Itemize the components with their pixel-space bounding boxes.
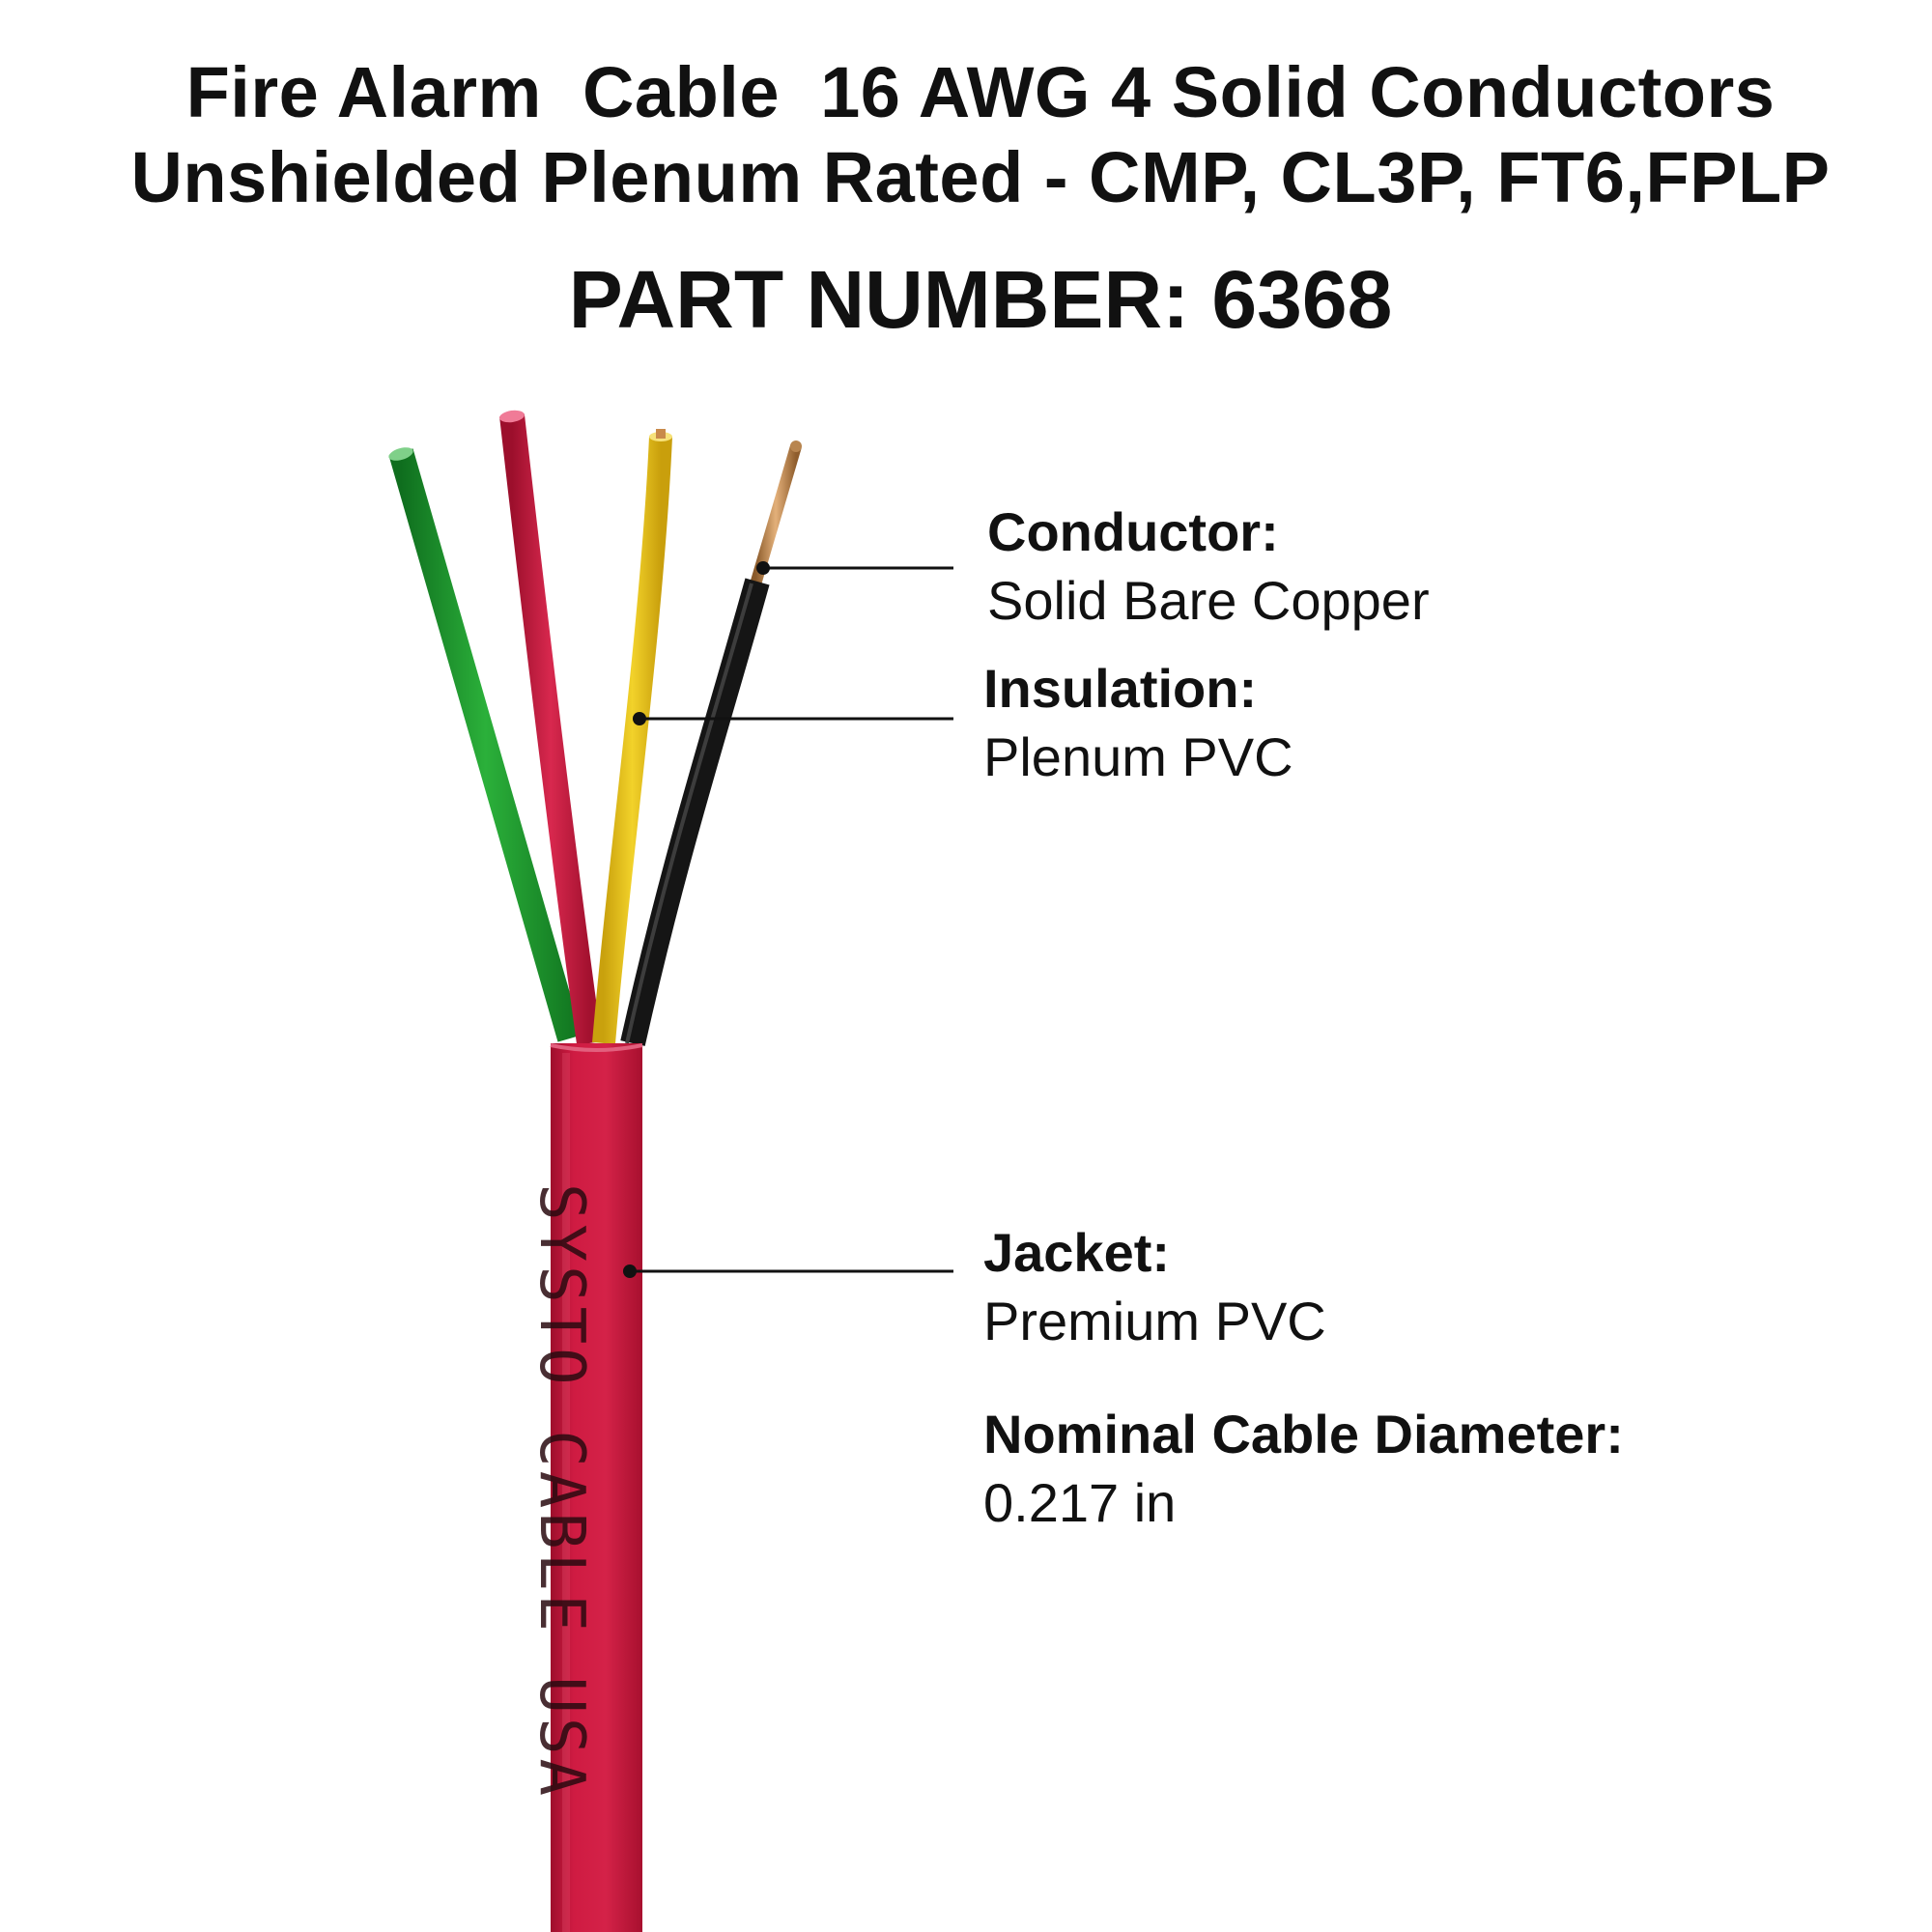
jacket-print-text: SYSTO CABLE USA — [526, 1183, 597, 1800]
black-conductor-highlight — [625, 582, 753, 1044]
title-line-2: Unshielded Plenum Rated - CMP, CL3P, FT6… — [130, 137, 1831, 217]
diameter-label: Nominal Cable Diameter: — [983, 1404, 1624, 1464]
insulation-callout-dot — [633, 712, 646, 725]
spec-insulation: Insulation: Plenum PVC — [983, 655, 1293, 792]
conductor-value: Solid Bare Copper — [987, 570, 1430, 631]
red-conductor — [499, 413, 602, 1045]
jacket-callout-dot — [623, 1264, 637, 1278]
jacket-highlight — [562, 1053, 570, 1932]
green-conductor — [388, 448, 582, 1042]
red-conductor-end — [499, 410, 525, 423]
conductor-callout-dot — [756, 561, 770, 575]
black-conductor — [620, 578, 770, 1046]
insulation-value: Plenum PVC — [983, 726, 1293, 787]
yellow-conductor — [592, 436, 672, 1044]
jacket-opening-edge — [550, 1043, 643, 1052]
jacket-label: Jacket: — [983, 1222, 1171, 1283]
yellow-copper-tip — [656, 429, 666, 439]
insulation-label: Insulation: — [983, 658, 1258, 719]
title-block: Fire Alarm Cable 16 AWG 4 Solid Conducto… — [0, 50, 1932, 220]
part-number: PART NUMBER: 6368 — [568, 254, 1393, 345]
spec-conductor: Conductor: Solid Bare Copper — [987, 498, 1430, 636]
diameter-value: 0.217 in — [983, 1472, 1177, 1533]
spec-jacket: Jacket: Premium PVC — [983, 1219, 1326, 1356]
cable-jacket — [551, 1043, 642, 1932]
title-line-1: Fire Alarm Cable 16 AWG 4 Solid Conducto… — [185, 52, 1776, 132]
conductor-label: Conductor: — [987, 501, 1279, 562]
jacket-value: Premium PVC — [983, 1291, 1326, 1351]
green-conductor-end — [388, 447, 413, 461]
copper-tip-end — [790, 440, 802, 452]
spec-diameter: Nominal Cable Diameter: 0.217 in — [983, 1401, 1624, 1538]
